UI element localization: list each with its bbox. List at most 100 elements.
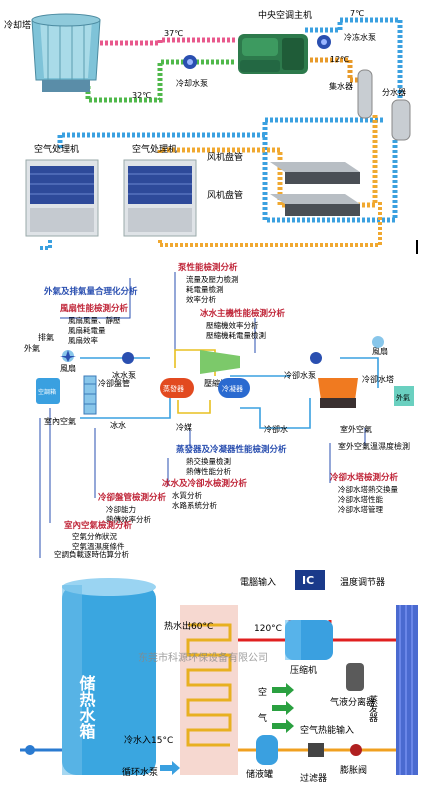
- t-tower: 冷卻水塔檢測分析: [330, 472, 399, 483]
- lbl-cw: 冷卻水: [264, 424, 288, 434]
- chiller-label: 中央空调主机: [258, 9, 312, 21]
- ahu-right-label: 空气处理机: [132, 143, 177, 155]
- fan2-icon: [372, 336, 384, 348]
- lbl-outside: 外氣: [24, 343, 40, 353]
- t-main-item-1: 壓縮機耗電量檢測: [206, 330, 266, 340]
- condenser-icon: [218, 378, 250, 398]
- receiver-icon: [256, 735, 278, 765]
- t-chiller-item-0: 流量及壓力檢測: [186, 274, 239, 284]
- air-label-2: 气: [258, 712, 267, 724]
- compressor-icon: [285, 620, 333, 660]
- separator-icon: [346, 663, 364, 691]
- t-coil-item-1: 熱傳效率分析: [106, 514, 151, 524]
- lbl-chw-pump: 冰水泵: [112, 370, 136, 380]
- pump-label: 循环水泵: [122, 766, 158, 778]
- storage-tank-icon: [62, 578, 156, 775]
- tank-label: 储热水箱: [77, 674, 97, 740]
- lbl-fan: 風扇: [60, 363, 76, 373]
- ic-box-icon: [295, 570, 325, 590]
- watermark: 东莞市科源环保设备有限公司: [138, 651, 268, 664]
- t-chw-item-1: 水路系統分析: [172, 500, 217, 510]
- evaporator-icon: [396, 605, 418, 775]
- t-chw: 冰水及冷卻水檢測分析: [162, 478, 248, 489]
- t-heatex-item-1: 熱傳性能分析: [186, 466, 231, 476]
- t-fan-item-2: 風扇效率: [68, 335, 98, 345]
- ahu-left-label: 空气处理机: [34, 143, 79, 155]
- filter-label: 过滤器: [300, 772, 327, 784]
- t-exhaust: 外氣及排氣量合理化分析: [43, 286, 138, 297]
- header-tank-icon: [357, 69, 373, 119]
- lbl-ahu: 空調箱: [38, 388, 56, 396]
- t-main: 冰水主機性能檢測分析: [200, 308, 286, 319]
- pipe-distribution-orange: [157, 115, 378, 208]
- pipe-cooling-supply: [85, 59, 235, 103]
- compressor-label: 压缩机: [290, 664, 317, 676]
- outside-box-icon: [394, 386, 414, 406]
- pipe-blue-3: [40, 240, 52, 250]
- pipe-distribution-blue: [57, 130, 398, 223]
- air-input-label: 空气热能输入: [300, 724, 354, 736]
- central-ac-diagram: 冷却塔 中央空调主机 冷冻水泵 冷却水泵 集水器 分水器 37℃ 32℃ 7℃ …: [0, 0, 422, 250]
- lbl-evap: 蒸發器: [163, 384, 184, 393]
- valve-icon: [350, 744, 362, 756]
- t-load: 空調負載逐時估算分析: [54, 549, 129, 558]
- coil-exchanger-icon: [180, 605, 238, 775]
- air-label-1: 空: [258, 686, 267, 698]
- pipe-orange-2: [158, 200, 382, 247]
- ic-label: IC: [302, 574, 314, 587]
- chilled-water-pump-icon: [122, 352, 134, 364]
- lbl-room2: 室外空氣: [340, 424, 372, 434]
- chiller-icon: [238, 34, 308, 74]
- lbl-room: 室內空氣: [44, 416, 76, 426]
- fcu-top-icon: [270, 162, 360, 184]
- inlet-valve-icon: [25, 745, 35, 755]
- evaporator-icon: [160, 378, 194, 398]
- divider-label: 分水器: [382, 87, 406, 97]
- lbl-refrig: 冷媒: [176, 422, 192, 432]
- lbl-exhaust: 排氣: [38, 332, 54, 342]
- lbl-coil: 冷卻盤管: [98, 378, 130, 388]
- pipe-chilled-supply: [305, 17, 403, 110]
- t-main-item-0: 壓縮機效率分析: [206, 320, 259, 330]
- lbl-outside2: 外氣: [396, 393, 410, 402]
- valve-label: 膨胀阀: [340, 764, 367, 776]
- t-coil-item-0: 冷卻能力: [106, 504, 136, 514]
- hvac-analysis-diagram: 外氣及排氣量合理化分析 風扇性能檢測分析 風扇風量、靜壓 風扇耗電量 風扇效率 …: [0, 258, 422, 558]
- temp-12: 12℃: [330, 55, 349, 64]
- receiver-label: 储液罐: [246, 768, 273, 780]
- temp-32: 32℃: [132, 91, 151, 100]
- lbl-cond: 冷凝器: [222, 384, 243, 393]
- t-fan-item-0: 風扇風量、靜壓: [68, 315, 121, 325]
- header-tank-label: 集水器: [329, 81, 353, 91]
- t-chw-item-0: 水質分析: [172, 490, 202, 500]
- refrigerant-line2: [177, 400, 211, 414]
- t-fan-item-1: 風扇耗電量: [68, 325, 106, 335]
- cooling-pump-icon: [183, 55, 197, 69]
- t-indoor-item-0: 空氣分佈狀況: [72, 531, 117, 541]
- t-chiller-item-2: 效率分析: [186, 294, 216, 304]
- cold-in-label: 冷水入15°C: [124, 734, 173, 746]
- ahu-left-icon: [25, 159, 99, 237]
- t-heatex: 蒸發器及冷凝器性能檢測分析: [176, 444, 287, 455]
- pump-arrow-icon: [160, 761, 180, 775]
- compressor-icon: [200, 350, 240, 374]
- t-indoor: 室內空氣檢測分析: [64, 520, 133, 531]
- connector-lines: [39, 272, 366, 558]
- t-outdoor: 室外空氣溫濕度檢測: [338, 441, 410, 451]
- cooling-tower-label: 冷却塔: [4, 19, 31, 31]
- text-cursor: [416, 240, 418, 254]
- chilled-pump-icon: [317, 35, 331, 49]
- fan-icon: [60, 350, 76, 362]
- temp-120: 120°C: [254, 624, 282, 634]
- t-indoor-item-1: 空氣溫濕度條件: [72, 541, 125, 551]
- temp-7: 7℃: [350, 9, 364, 18]
- fcu-bottom-icon: [270, 194, 360, 216]
- pipe-hot-return: [100, 37, 235, 46]
- lbl-chw: 冰水: [110, 420, 126, 430]
- divider-icon: [391, 99, 411, 141]
- lbl-tower: 冷卻水塔: [362, 374, 394, 384]
- separator-label: 气液分离器: [330, 696, 375, 708]
- hot-out-label: 热水出60°C: [164, 620, 213, 632]
- t-chiller: 泵性能檢測分析: [178, 262, 238, 273]
- heat-pump-diagram: 储热水箱 蒸发器 IC 電腦输入 温度调节器 压缩机 气液分离器 120°C 热…: [0, 565, 422, 786]
